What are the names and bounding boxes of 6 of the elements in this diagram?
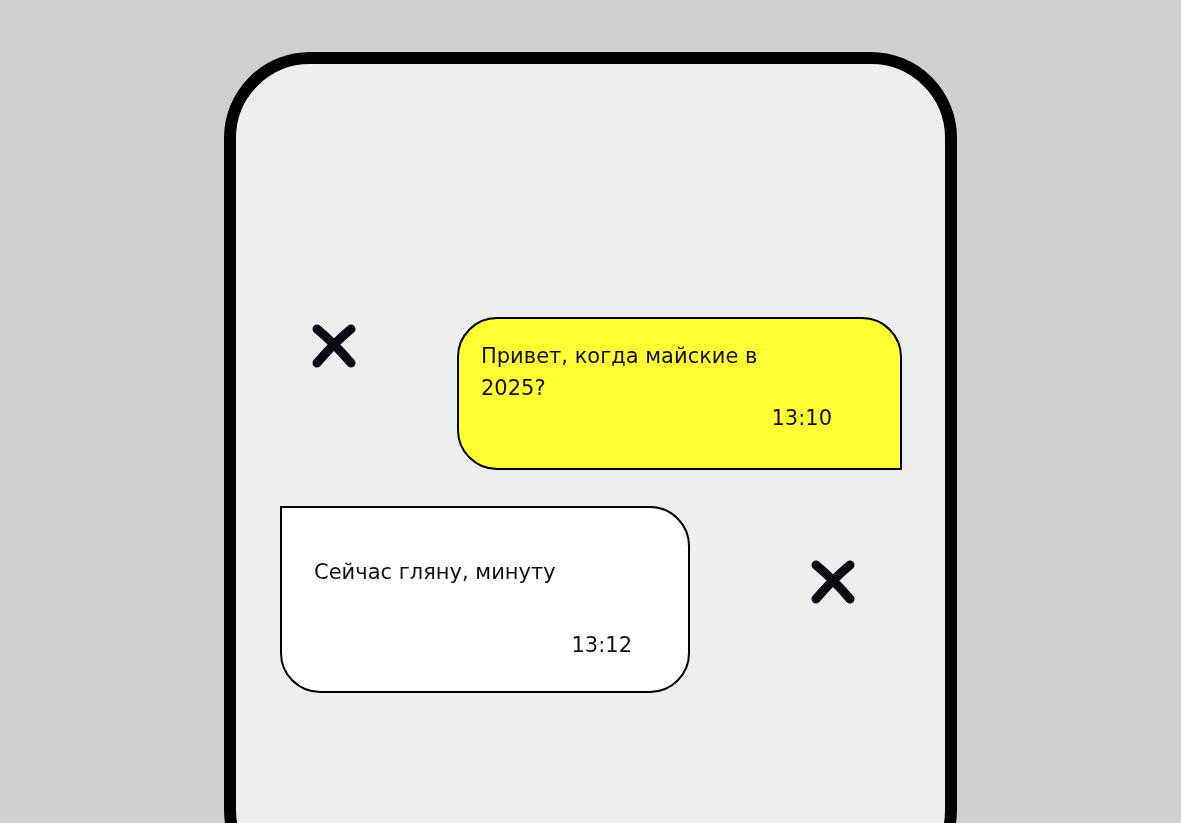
timestamp: 13:12 — [571, 632, 632, 658]
timestamp: 13:10 — [771, 405, 832, 431]
chat-bubble — [457, 317, 902, 470]
message-text: Привет, когда майские в 2025? — [481, 343, 759, 402]
chat-bubble — [280, 506, 690, 693]
message-text: Сейчас гляну, минуту — [314, 559, 557, 586]
